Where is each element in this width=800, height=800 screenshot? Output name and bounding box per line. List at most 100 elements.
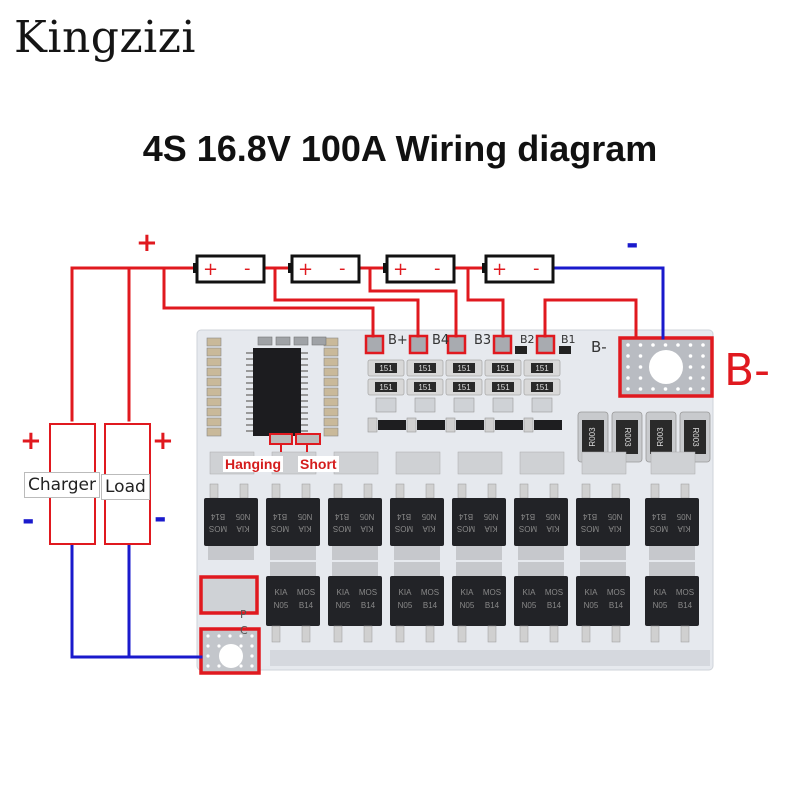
smd-component (492, 397, 514, 413)
mosfet-text: KIA (585, 588, 599, 597)
mosfet-tab (456, 546, 502, 560)
battery-minus-label: - (339, 258, 346, 279)
ic-pin (301, 370, 308, 372)
via-dot (688, 354, 693, 358)
ic-pin (246, 418, 253, 420)
mosfet-text: MOS (271, 524, 289, 533)
via-dot (701, 354, 705, 358)
ic-pin (246, 424, 253, 426)
mosfet-lead (239, 483, 249, 499)
pad-label: B1 (561, 333, 576, 346)
p-silk: P (240, 608, 247, 621)
via-dot (239, 664, 243, 668)
short-label: Short (298, 456, 339, 472)
via-dot (239, 644, 243, 648)
ic-pin (301, 382, 308, 384)
mosfet-tab (394, 546, 440, 560)
short-jumper (295, 433, 321, 445)
mosfet-lead (363, 483, 373, 499)
hanging-jumper (269, 433, 293, 445)
ic-pin (301, 388, 308, 390)
via-dot (626, 365, 630, 369)
battery-minus-label: - (533, 258, 540, 279)
resistor-code: 151 (496, 383, 510, 392)
via-dot (206, 654, 210, 658)
resistor-code: 151 (457, 364, 471, 373)
mosfet-top (645, 498, 699, 546)
ic-pin (301, 412, 308, 414)
smd-component (323, 367, 339, 377)
smd-component (206, 417, 222, 427)
via-dot (651, 387, 655, 391)
diagram-title: 4S 16.8V 100A Wiring diagram (142, 128, 658, 169)
smd-component (323, 357, 339, 367)
ic-pin (301, 358, 308, 360)
ic-pin (301, 394, 308, 396)
smd-component (484, 417, 495, 433)
battery-terminal (383, 263, 387, 273)
smd-component (206, 387, 222, 397)
ic-pin (246, 394, 253, 396)
shunt-marking-bg (582, 420, 604, 454)
via-dot (250, 634, 254, 638)
smd-component (257, 336, 273, 346)
battery-minus-label: - (244, 258, 251, 279)
battery-cell (484, 254, 555, 284)
mosfet-text: KIA (608, 524, 622, 533)
ic-pin (246, 364, 253, 366)
battery-cell (385, 254, 456, 284)
shunt-marking-bg (616, 420, 638, 454)
via-dot (688, 365, 693, 369)
via-dot (651, 343, 655, 347)
mosfet-text: KIA (546, 524, 560, 533)
mosfet-text: B14 (458, 512, 473, 521)
ic-pin (301, 364, 308, 366)
mosfet-bottom (645, 576, 699, 626)
mosfet-text: B14 (396, 512, 411, 521)
mosfet-lead (395, 483, 405, 499)
smd-component (293, 336, 309, 346)
mosfet-text: KIA (422, 524, 436, 533)
smd-component (531, 397, 553, 413)
balance-pad-b1 (535, 334, 556, 355)
copper-tab (581, 451, 627, 475)
via-dot (217, 664, 221, 668)
resistor-marking-bg (414, 382, 436, 392)
battery-cells (193, 254, 555, 284)
mosfet-lead (581, 625, 591, 643)
ic-pin (301, 418, 308, 420)
mosfet-bottom (390, 576, 444, 626)
via-dot (250, 644, 254, 648)
smd-component (206, 347, 222, 357)
via-dot (626, 376, 630, 380)
pad-label: B2 (520, 333, 535, 346)
mosfet-text: KIA (677, 524, 691, 533)
copper-tab (395, 451, 441, 475)
mosfet-text: KIA (337, 588, 351, 597)
resistor-marking-bg (492, 382, 514, 392)
resistor-marking-bg (375, 363, 397, 373)
mosfet-text: N05 (359, 512, 374, 521)
mosfet-text: MOS (421, 588, 439, 597)
mosfet-text: B14 (210, 512, 225, 521)
mosfet-text: KIA (298, 524, 312, 533)
ic-pin (301, 406, 308, 408)
mosfet-text: MOS (607, 588, 625, 597)
copper-tab (333, 451, 379, 475)
ic-pin (246, 382, 253, 384)
via-dot (701, 387, 705, 391)
mosfet-tab (456, 562, 502, 576)
mosfet-lead (549, 625, 559, 643)
mosfet-text: N05 (398, 601, 413, 610)
mosfet-top (390, 498, 444, 546)
balance-pad-bplus (364, 334, 385, 355)
balance-pad-b3 (446, 334, 467, 355)
via-dot (206, 664, 210, 668)
transistor-row (367, 397, 562, 433)
negative-return-wire (70, 543, 203, 659)
